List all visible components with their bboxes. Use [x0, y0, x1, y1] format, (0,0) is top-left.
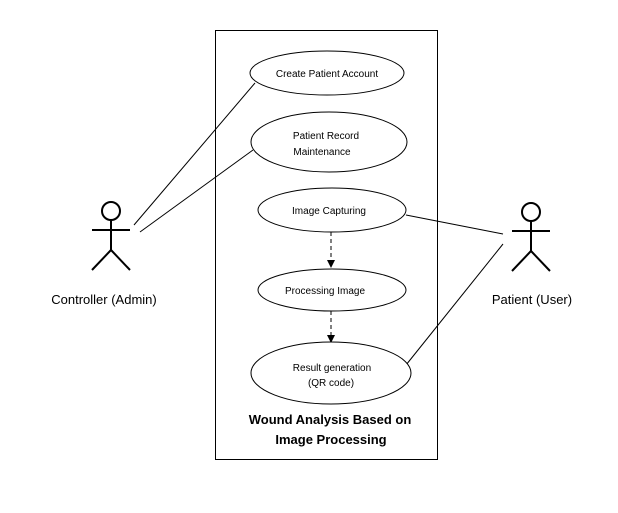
- system-title-line1: Wound Analysis Based on: [249, 412, 412, 427]
- use-case-processing-image-label: Processing Image: [285, 286, 365, 297]
- use-case-image-capturing-label: Image Capturing: [292, 206, 366, 217]
- association-admin-record-maintenance: [139, 149, 254, 233]
- actor-admin-icon[interactable]: [91, 201, 131, 271]
- use-case-create-account-label: Create Patient Account: [276, 69, 379, 80]
- association-patient-image-capturing: [405, 214, 504, 235]
- use-case-create-account[interactable]: Create Patient Account: [249, 50, 405, 96]
- actor-patient-label: Patient (User): [492, 292, 572, 307]
- use-case-record-maintenance[interactable]: Patient Record Maintenance: [250, 111, 408, 173]
- use-case-record-maintenance-label-line2: Maintenance: [293, 147, 351, 158]
- use-case-record-maintenance-label-line1: Patient Record: [293, 131, 359, 142]
- use-case-image-capturing[interactable]: Image Capturing: [257, 187, 407, 233]
- actor-patient-icon[interactable]: [511, 202, 551, 272]
- use-case-result-generation-label-line2: (QR code): [308, 378, 354, 389]
- actor-admin-label: Controller (Admin): [51, 292, 156, 307]
- association-patient-result-generation: [405, 243, 504, 366]
- use-case-processing-image[interactable]: Processing Image: [257, 268, 407, 312]
- use-case-result-generation-label-line1: Result generation: [293, 363, 371, 374]
- use-case-result-generation[interactable]: Result generation (QR code): [250, 341, 412, 405]
- association-admin-create-account: [133, 82, 256, 226]
- system-title-line2: Image Processing: [275, 432, 386, 447]
